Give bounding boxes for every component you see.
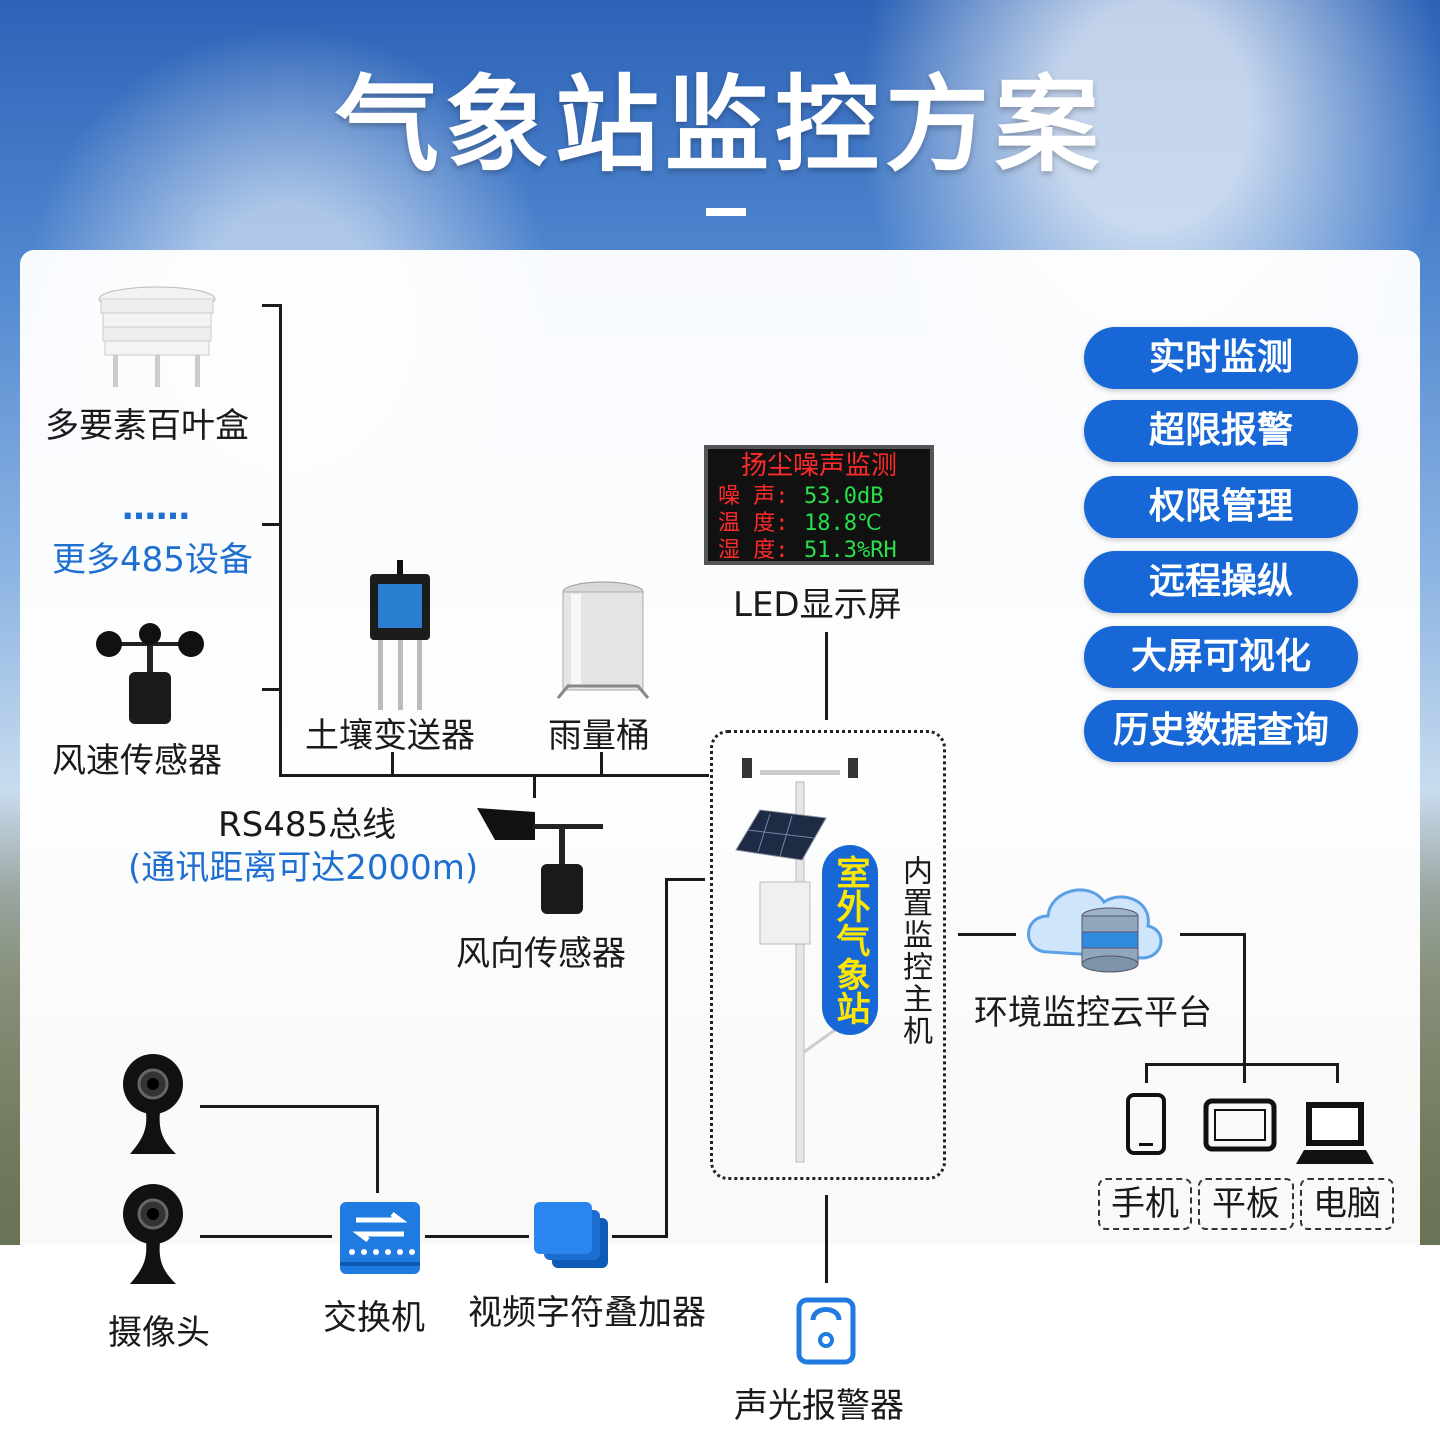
connector (262, 304, 282, 307)
led-label: LED显示屏 (733, 585, 902, 625)
camera-icon (123, 1184, 183, 1284)
connector (665, 878, 705, 881)
laptop-icon (1296, 1102, 1374, 1164)
feature-big-screen: 大屏可视化 (1084, 626, 1358, 688)
more-485-label: 更多485设备 (52, 540, 253, 580)
connector (1145, 1063, 1148, 1083)
weather-station-frame (710, 730, 946, 1180)
feature-overlimit-alarm: 超限报警 (1084, 400, 1358, 462)
bottom-white-area (0, 1245, 1440, 1440)
video-overlay-label: 视频字符叠加器 (468, 1293, 706, 1333)
rain-bucket-label: 雨量桶 (548, 716, 650, 756)
host-label: 内置监控主机 (897, 855, 932, 1047)
title-divider (706, 208, 746, 216)
connector (391, 752, 394, 776)
tablet-icon (1203, 1098, 1277, 1152)
led-display: 扬尘噪声监测 噪 声:53.0dB 温 度:18.8℃ 湿 度:51.3%RH (704, 445, 934, 565)
connector (612, 1235, 668, 1238)
connector (200, 1235, 332, 1238)
rain-bucket-icon (556, 581, 650, 699)
connector (533, 774, 536, 798)
cloud-platform-label: 环境监控云平台 (974, 993, 1212, 1033)
alarm-label: 声光报警器 (734, 1386, 904, 1426)
connector (958, 933, 1016, 936)
terminal-tablet: 平板 (1198, 1178, 1294, 1230)
connector (1145, 1063, 1338, 1066)
feature-history-query: 历史数据查询 (1084, 700, 1358, 762)
cloud-database-icon (1027, 888, 1163, 973)
page-title: 气象站监控方案 (334, 64, 1105, 186)
wind-speed-sensor-icon (96, 623, 204, 724)
louver-box-icon (98, 286, 216, 387)
feature-remote-control: 远程操纵 (1084, 551, 1358, 613)
feature-realtime-monitoring: 实时监测 (1084, 327, 1358, 389)
soil-transmitter-icon (370, 559, 430, 710)
connector (600, 752, 603, 776)
network-switch-icon (340, 1202, 420, 1274)
terminal-pc: 电脑 (1300, 1178, 1394, 1230)
connector (376, 1105, 379, 1193)
connector (825, 1195, 828, 1283)
phone-icon (1126, 1093, 1166, 1155)
feature-permission-management: 权限管理 (1084, 476, 1358, 538)
connector (1180, 933, 1245, 936)
led-header: 扬尘噪声监测 (740, 451, 897, 481)
louver-box-label: 多要素百叶盒 (45, 406, 249, 446)
connector (1336, 1063, 1339, 1083)
distance-label: (通讯距离可达2000m) (128, 848, 479, 888)
led-row: 湿 度:51.3%RH (718, 538, 897, 563)
connector (262, 688, 282, 691)
soil-transmitter-label: 土壤变送器 (305, 716, 475, 756)
connector (825, 632, 828, 720)
outdoor-station-badge: 室外气象站 (822, 845, 878, 1035)
connector (200, 1105, 378, 1108)
terminal-phone: 手机 (1098, 1178, 1192, 1230)
more-dots: …… (122, 488, 190, 528)
connector (262, 523, 282, 526)
connector (665, 878, 668, 1238)
wind-speed-label: 风速传感器 (52, 741, 222, 781)
camera-icon (123, 1054, 183, 1154)
led-row: 温 度:18.8℃ (718, 511, 882, 536)
connector (1243, 933, 1246, 1083)
weather-station-icon (735, 758, 861, 1163)
alarm-icon (796, 1297, 856, 1365)
connector (279, 304, 282, 776)
camera-label: 摄像头 (108, 1313, 210, 1353)
switch-label: 交换机 (323, 1298, 425, 1338)
led-row: 噪 声:53.0dB (718, 484, 884, 509)
wind-direction-sensor-icon (477, 808, 603, 914)
video-overlay-icon (534, 1202, 608, 1268)
wind-direction-label: 风向传感器 (456, 934, 626, 974)
rs485-bus-line (279, 774, 709, 777)
connector (425, 1235, 529, 1238)
rs485-label: RS485总线 (218, 805, 397, 845)
